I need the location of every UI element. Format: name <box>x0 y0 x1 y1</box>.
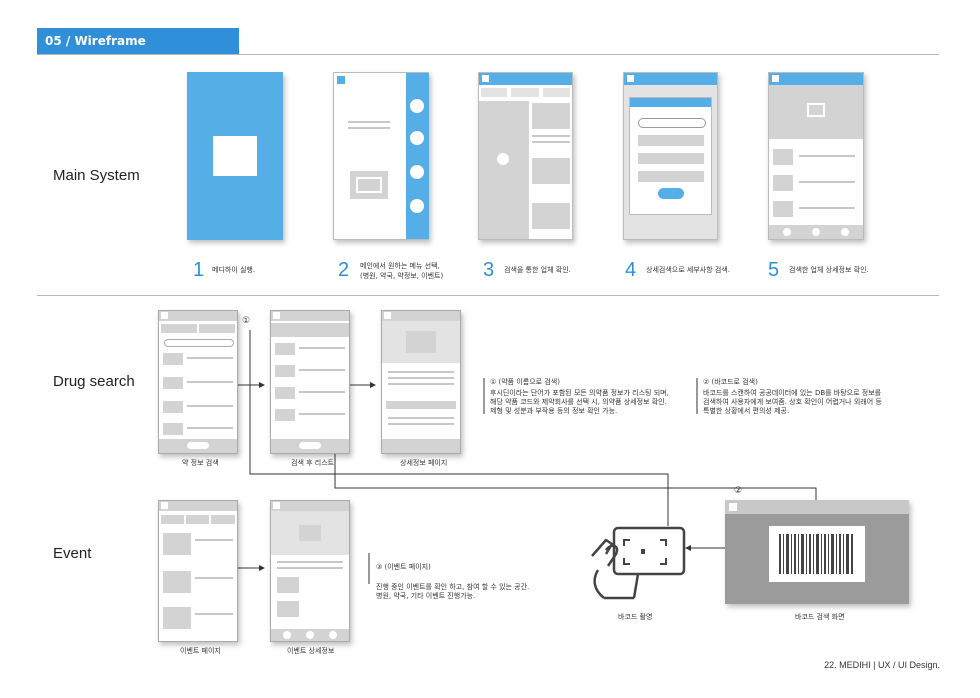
step-3-desc: 검색을 통한 업체 확인. <box>504 266 571 274</box>
header-rule <box>37 54 939 55</box>
step-4-desc: 상세검색으로 세부사항 검색. <box>646 266 730 274</box>
step-2-desc: 메인에서 원하는 메뉴 선택, (병원, 약국, 약정보, 이벤트) <box>360 262 444 280</box>
map-pin-icon <box>497 153 509 165</box>
wireframe-event-detail-screen <box>270 500 350 642</box>
marker-2: ② <box>734 486 743 496</box>
wireframe-map-screen <box>478 72 573 240</box>
step-4-number: 4 <box>625 259 637 281</box>
step-1-number: 1 <box>193 259 205 281</box>
search-input <box>638 118 706 128</box>
section-rule <box>37 295 939 296</box>
wireframe-menu-screen <box>333 72 429 240</box>
note-barcode-search: ② (바코드로 검색) 바코드를 스캔하여 공공데이터에 있는 DB를 바탕으로… <box>703 378 882 415</box>
image-placeholder-icon <box>807 103 825 117</box>
drug-caption-3: 상세정보 페이지 <box>400 459 448 467</box>
marker-1: ① <box>242 316 251 326</box>
step-5-number: 5 <box>768 259 780 281</box>
logo-placeholder <box>213 136 257 176</box>
step-5-desc: 검색한 업체 상세정보 확인. <box>789 266 869 274</box>
step-2-number: 2 <box>338 259 350 281</box>
section-header: 05 / Wireframe <box>37 28 239 54</box>
wireframe-detail-info-screen <box>768 72 864 240</box>
menu-pharmacy-button <box>410 131 424 145</box>
page-footer: 22. MEDIHI | UX / UI Design. <box>824 660 940 670</box>
section-drug-search: Drug search <box>53 373 135 390</box>
search-input <box>164 339 234 347</box>
search-button <box>658 188 684 199</box>
menu-icon <box>337 76 345 84</box>
detail-search-modal <box>629 97 712 215</box>
event-caption-1: 이벤트 페이지 <box>180 647 221 655</box>
wireframe-splash-screen <box>187 72 283 240</box>
wireframe-event-page-screen <box>158 500 238 642</box>
barcode-caption: 바코드 촬영 <box>618 613 653 621</box>
barcode-screen-caption: 바코드 검색 화면 <box>795 613 845 621</box>
section-event: Event <box>53 545 92 562</box>
barcode-icon <box>769 526 865 582</box>
section-main-system: Main System <box>53 167 140 184</box>
step-3-number: 3 <box>483 259 495 281</box>
note-drug-name-search: ① (약품 이름으로 검색) 후시딘이라는 단어가 포함된 모든 의약품 정보가… <box>490 378 669 415</box>
step-1-desc: 메디하이 실행. <box>212 266 256 274</box>
drug-caption-2: 검색 후 리스트 <box>291 459 335 467</box>
wireframe-search-list-screen <box>270 310 350 454</box>
wireframe-barcode-screen <box>725 500 909 604</box>
drug-caption-1: 약 정보 검색 <box>182 459 219 467</box>
menu-hospital-button <box>410 99 424 113</box>
menu-drug-button <box>410 165 424 179</box>
event-caption-2: 이벤트 상세정보 <box>287 647 335 655</box>
map-area <box>479 101 529 239</box>
hand-phone-scan-icon <box>591 526 686 600</box>
wireframe-drug-search-screen <box>158 310 238 454</box>
note-event-page: ③ (이벤트 페이지) 진행 중인 이벤트를 확인 하고, 참여 할 수 있는 … <box>376 563 530 600</box>
wireframe-drug-detail-screen <box>381 310 461 454</box>
image-placeholder-icon <box>350 171 388 199</box>
menu-event-button <box>410 199 424 213</box>
wireframe-detail-search-screen <box>623 72 718 240</box>
side-menu-bar <box>406 73 429 239</box>
